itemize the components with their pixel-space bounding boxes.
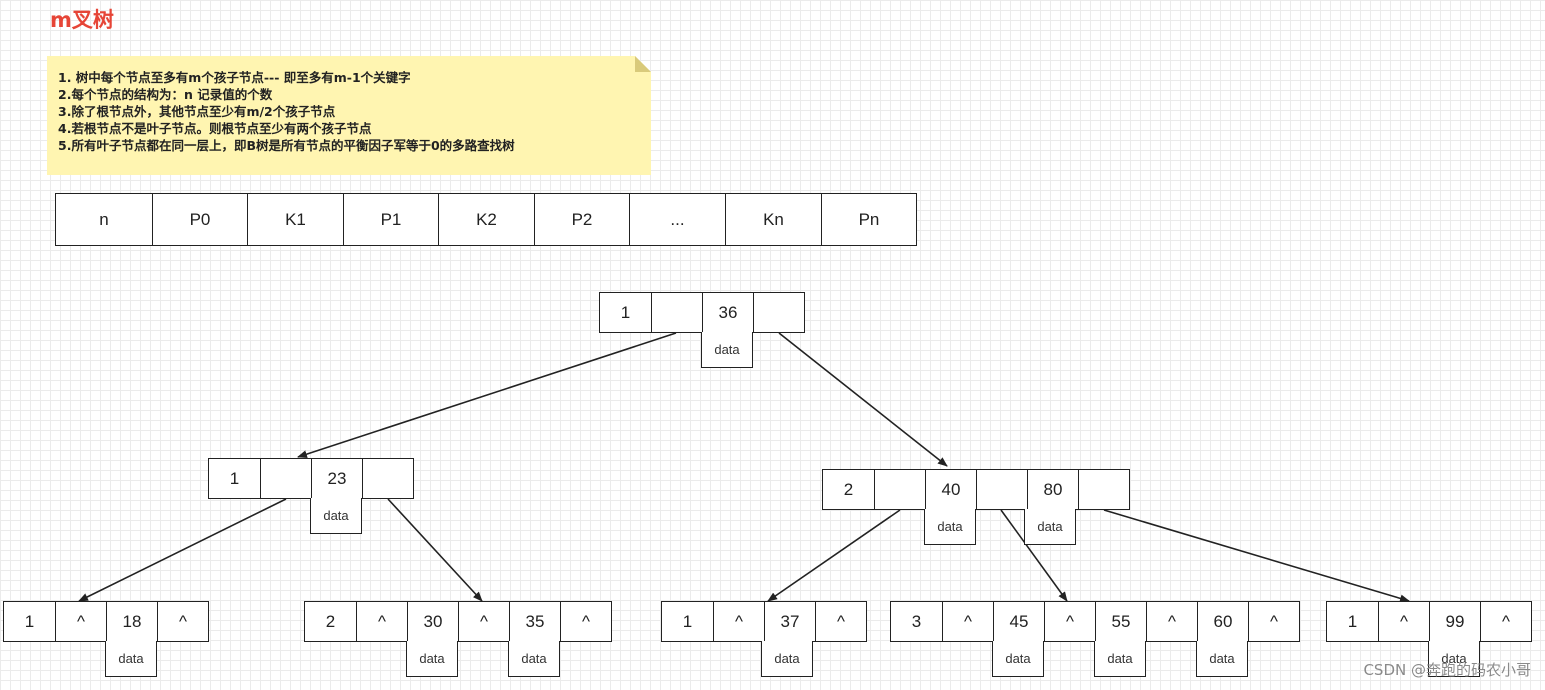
data-box: data <box>310 498 362 534</box>
node-cell: ^ <box>1378 602 1429 641</box>
node-cell <box>651 293 702 332</box>
node-cell: ^ <box>1480 602 1531 641</box>
data-box: data <box>406 641 458 677</box>
node-cell: ^ <box>1248 602 1299 641</box>
note-line-1: 1. 树中每个节点至多有m个孩子节点--- 即至多有m-1个关键字 <box>58 70 411 85</box>
structure-cell-n: n <box>99 209 109 229</box>
node-cell: 1 <box>1347 611 1358 631</box>
structure-cell-kn: Kn <box>725 194 821 245</box>
tree-leaf-node: 1 ^ 37 ^ <box>661 601 867 642</box>
data-box: data <box>508 641 560 677</box>
structure-cell-pn: Pn <box>821 194 916 245</box>
data-box: data <box>924 509 976 545</box>
data-box: data <box>992 641 1044 677</box>
note-line-3: 3.除了根节点外，其他节点至少有m/2个孩子节点 <box>58 104 336 119</box>
edge-right-to-leaf-3 <box>767 509 901 602</box>
node-cell <box>874 470 925 509</box>
note-line-2: 2.每个节点的结构为：n 记录值的个数 <box>58 87 273 102</box>
node-cell: 1 <box>620 302 631 322</box>
sticky-note <box>47 56 651 175</box>
tree-node-level1-right: 2 40 80 <box>822 469 1130 510</box>
node-cell: 60 <box>1197 602 1248 641</box>
tree-node-root: 1 36 <box>599 292 805 333</box>
data-box: data <box>105 641 157 677</box>
node-cell <box>1078 470 1129 509</box>
node-cell <box>753 293 804 332</box>
data-box: data <box>761 641 813 677</box>
data-box: data <box>1024 509 1076 545</box>
node-cell: ^ <box>942 602 993 641</box>
data-box: data <box>1196 641 1248 677</box>
tree-leaf-node: 1 ^ 99 ^ <box>1326 601 1532 642</box>
edge-root-to-left <box>297 332 677 458</box>
tree-node-level1-left: 1 23 <box>208 458 414 499</box>
structure-cell-ellipsis: ... <box>629 194 725 245</box>
node-cell: 1 <box>682 611 693 631</box>
node-cell: ^ <box>1044 602 1095 641</box>
node-cell: 30 <box>407 602 458 641</box>
node-cell: ^ <box>560 602 611 641</box>
note-line-5: 5.所有叶子节点都在同一层上，即B树是所有节点的平衡因子军等于0的多路查找树 <box>58 138 515 153</box>
data-box: data <box>701 332 753 368</box>
structure-cell-p1: P1 <box>343 194 438 245</box>
node-cell <box>976 470 1027 509</box>
structure-cell-p2: P2 <box>534 194 629 245</box>
tree-leaf-node: 1 ^ 18 ^ <box>3 601 209 642</box>
node-cell: ^ <box>157 602 208 641</box>
node-cell <box>260 459 311 498</box>
node-cell: 36 <box>702 293 753 332</box>
node-cell: 2 <box>843 479 854 499</box>
data-box: data <box>1094 641 1146 677</box>
node-cell: 40 <box>925 470 976 509</box>
tree-leaf-node: 2 ^ 30 ^ 35 ^ <box>304 601 612 642</box>
node-cell <box>362 459 413 498</box>
structure-cell-k2: K2 <box>438 194 534 245</box>
edge-root-to-right <box>778 332 948 467</box>
note-text: 1. 树中每个节点至多有m个孩子节点--- 即至多有m-1个关键字 2.每个节点… <box>58 69 515 154</box>
structure-cell-k1: K1 <box>247 194 343 245</box>
node-cell: ^ <box>713 602 764 641</box>
watermark: CSDN @奔跑的码农小哥 <box>1363 661 1531 679</box>
node-cell: 37 <box>764 602 815 641</box>
node-cell: 99 <box>1429 602 1480 641</box>
node-cell: 2 <box>325 611 336 631</box>
node-cell: ^ <box>1146 602 1197 641</box>
node-cell: 1 <box>229 468 240 488</box>
edge-left-to-leaf-1 <box>78 498 287 602</box>
node-cell: 55 <box>1095 602 1146 641</box>
node-cell: 23 <box>311 459 362 498</box>
page-title: m叉树 <box>50 8 114 32</box>
node-structure-table: n P0 K1 P1 K2 P2 ... Kn Pn <box>55 193 917 246</box>
node-cell: 1 <box>24 611 35 631</box>
edge-right-to-leaf-5 <box>1103 509 1410 603</box>
node-cell: ^ <box>55 602 106 641</box>
node-cell: 80 <box>1027 470 1078 509</box>
node-cell: 3 <box>911 611 922 631</box>
node-cell: ^ <box>458 602 509 641</box>
data-box: data <box>1428 641 1480 677</box>
node-cell: 35 <box>509 602 560 641</box>
structure-cell-p0: P0 <box>152 194 247 245</box>
node-cell: ^ <box>815 602 866 641</box>
tree-leaf-node: 3 ^ 45 ^ 55 ^ 60 ^ <box>890 601 1300 642</box>
edge-right-to-leaf-4 <box>1000 509 1068 602</box>
note-line-4: 4.若根节点不是叶子节点。则根节点至少有两个孩子节点 <box>58 121 372 136</box>
node-cell: 45 <box>993 602 1044 641</box>
node-cell: 18 <box>106 602 157 641</box>
edge-left-to-leaf-2 <box>387 498 483 602</box>
node-cell: ^ <box>356 602 407 641</box>
